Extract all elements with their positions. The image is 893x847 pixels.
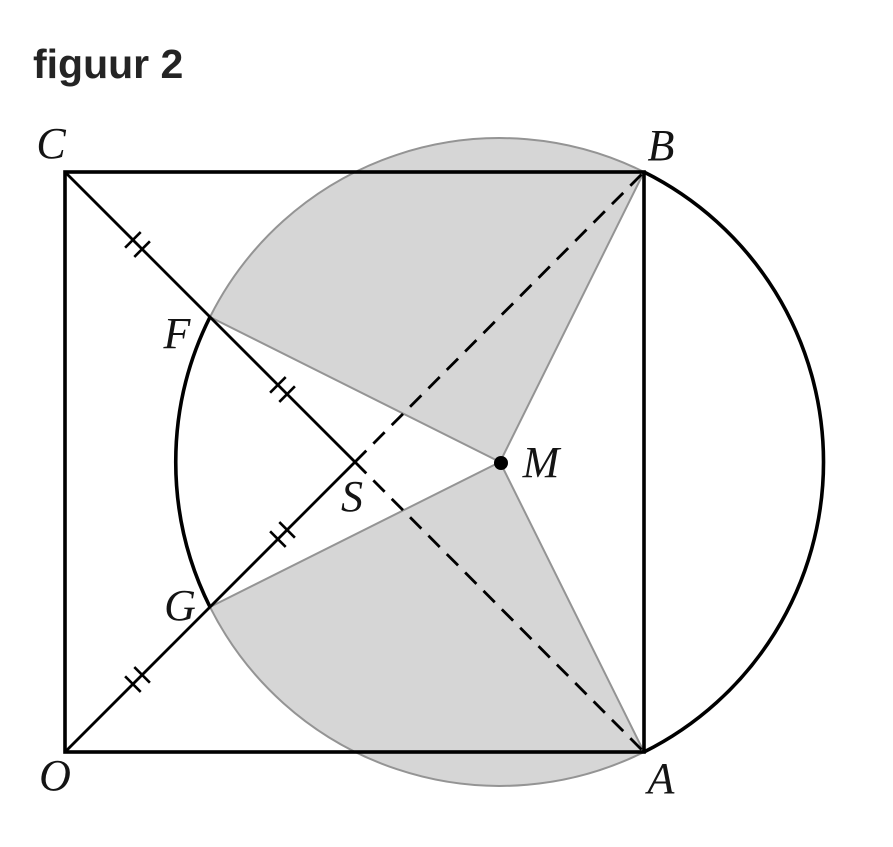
label-G: G (164, 581, 196, 630)
dashed-segment-SA (354, 461, 645, 753)
tick-GO-1 (124, 675, 142, 693)
tick-FS-2 (278, 385, 296, 403)
label-S: S (341, 472, 363, 521)
label-A: A (645, 754, 676, 803)
dashed-segment-SB (354, 171, 645, 463)
label-O: O (39, 751, 71, 800)
figure-title: figuur 2 (33, 41, 184, 87)
label-M: M (522, 438, 562, 487)
diagonal-segment-CS (64, 171, 356, 463)
diagonal-segment-OS (64, 461, 356, 753)
shaded-sector-GMA (209, 461, 645, 787)
label-B: B (648, 121, 675, 170)
tick-CF-2 (133, 240, 151, 258)
circle-arc-right-BA (643, 170, 826, 754)
circle-arc-left-GF (174, 316, 212, 608)
label-F: F (163, 309, 192, 358)
tick-FS-1 (269, 376, 287, 394)
tick-GO-2 (133, 666, 151, 684)
shaded-sector-FMB (209, 137, 645, 463)
point-M-dot (494, 456, 508, 470)
tick-SG-1 (269, 530, 287, 548)
square-OABC (63, 170, 646, 754)
label-C: C (36, 119, 66, 168)
tick-CF-1 (124, 231, 142, 249)
tick-SG-2 (278, 521, 296, 539)
